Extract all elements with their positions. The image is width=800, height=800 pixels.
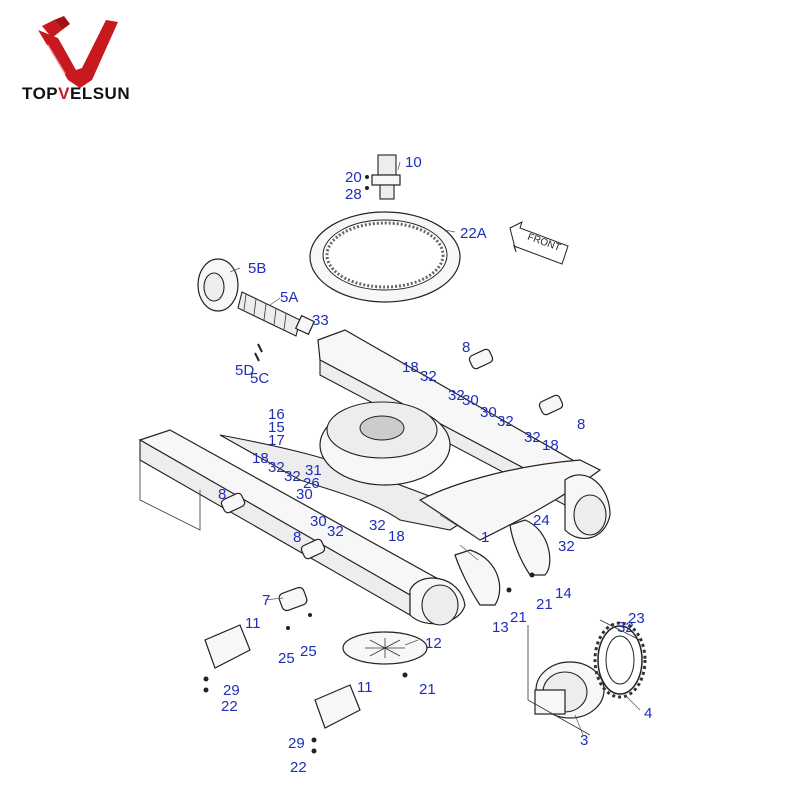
label-32-far-right: 32 bbox=[524, 429, 541, 446]
label-5c: 5C bbox=[250, 370, 269, 387]
idler-wheel bbox=[197, 258, 239, 312]
label-17: 17 bbox=[268, 432, 285, 449]
label-11-lower: 11 bbox=[357, 679, 373, 696]
label-7: 7 bbox=[262, 592, 270, 609]
label-21-right: 21 bbox=[536, 596, 553, 613]
label-5a: 5A bbox=[280, 289, 298, 306]
label-32-mid: 32 bbox=[448, 387, 465, 404]
label-22a-ring: 22A bbox=[460, 225, 487, 242]
under-cover bbox=[342, 631, 428, 665]
label-8-left: 8 bbox=[218, 486, 226, 503]
label-32-lower: 32 bbox=[369, 517, 386, 534]
label-15: 15 bbox=[268, 419, 285, 436]
swing-bearing-ring bbox=[309, 211, 461, 303]
label-32-left-a: 32 bbox=[268, 459, 285, 476]
label-8-right: 8 bbox=[577, 416, 585, 433]
label-32-right: 32 bbox=[497, 413, 514, 430]
label-32-sprocket: 32 bbox=[617, 619, 634, 636]
label-21-lower: 21 bbox=[419, 681, 436, 698]
label-8-lower: 8 bbox=[293, 529, 301, 546]
carrier-rollers bbox=[220, 348, 564, 560]
label-29-upper: 29 bbox=[223, 682, 240, 699]
label-23: 23 bbox=[628, 610, 645, 627]
track-frame bbox=[138, 329, 611, 626]
final-drive bbox=[534, 661, 605, 719]
brand-name: TOPVELSUN bbox=[22, 84, 131, 103]
label-30-mid: 30 bbox=[462, 392, 479, 409]
label-32-upper: 32 bbox=[420, 368, 437, 385]
center-joint bbox=[371, 154, 401, 200]
label-22-lower: 22 bbox=[290, 759, 307, 776]
label-12: 12 bbox=[425, 635, 442, 652]
label-31: 31 bbox=[305, 462, 322, 479]
label-4: 4 bbox=[644, 705, 652, 722]
part-labels: 10 20 28 22A 5B 5A 33 5D 5C 8 18 32 32 3… bbox=[218, 154, 652, 776]
cover-plate-13 bbox=[454, 549, 501, 606]
label-5d: 5D bbox=[235, 362, 254, 379]
label-3: 3 bbox=[580, 732, 588, 749]
label-22-upper: 22 bbox=[221, 698, 238, 715]
label-30-left: 30 bbox=[296, 486, 313, 503]
bolts bbox=[203, 175, 535, 754]
label-21-mid: 21 bbox=[510, 609, 527, 626]
label-18-lower: 18 bbox=[388, 528, 405, 545]
label-29-lower: 29 bbox=[288, 735, 305, 752]
label-18-upper: 18 bbox=[402, 359, 419, 376]
label-10: 10 bbox=[405, 154, 422, 171]
track-guard-upper bbox=[204, 624, 251, 669]
label-32-left-b: 32 bbox=[284, 468, 301, 485]
label-32-frame: 32 bbox=[558, 538, 575, 555]
label-33: 33 bbox=[312, 312, 329, 329]
label-14: 14 bbox=[555, 585, 572, 602]
brand-logo bbox=[38, 16, 118, 88]
front-arrow: FRONT bbox=[509, 221, 569, 265]
label-5b: 5B bbox=[248, 260, 266, 277]
label-24: 24 bbox=[533, 512, 550, 529]
label-28: 28 bbox=[345, 186, 362, 203]
label-1: 1 bbox=[481, 529, 489, 546]
label-20: 20 bbox=[345, 169, 362, 186]
cover-plate-14 bbox=[509, 519, 551, 576]
label-16: 16 bbox=[268, 406, 285, 423]
label-18-left: 18 bbox=[252, 450, 269, 467]
label-18-far-right: 18 bbox=[542, 437, 559, 454]
label-26: 26 bbox=[303, 475, 320, 492]
lower-roller bbox=[278, 586, 308, 612]
label-30-lower: 30 bbox=[310, 513, 327, 530]
label-25-right: 25 bbox=[300, 643, 317, 660]
label-30-right: 30 bbox=[480, 404, 497, 421]
label-13: 13 bbox=[492, 619, 509, 636]
label-11-upper: 11 bbox=[245, 615, 261, 632]
track-guard-lower bbox=[314, 684, 361, 729]
leader-lines bbox=[229, 161, 641, 736]
label-32-lower-left: 32 bbox=[327, 523, 344, 540]
sprocket bbox=[593, 621, 647, 699]
recoil-spring bbox=[237, 291, 316, 337]
label-25-left: 25 bbox=[278, 650, 295, 667]
label-8-upper: 8 bbox=[462, 339, 470, 356]
